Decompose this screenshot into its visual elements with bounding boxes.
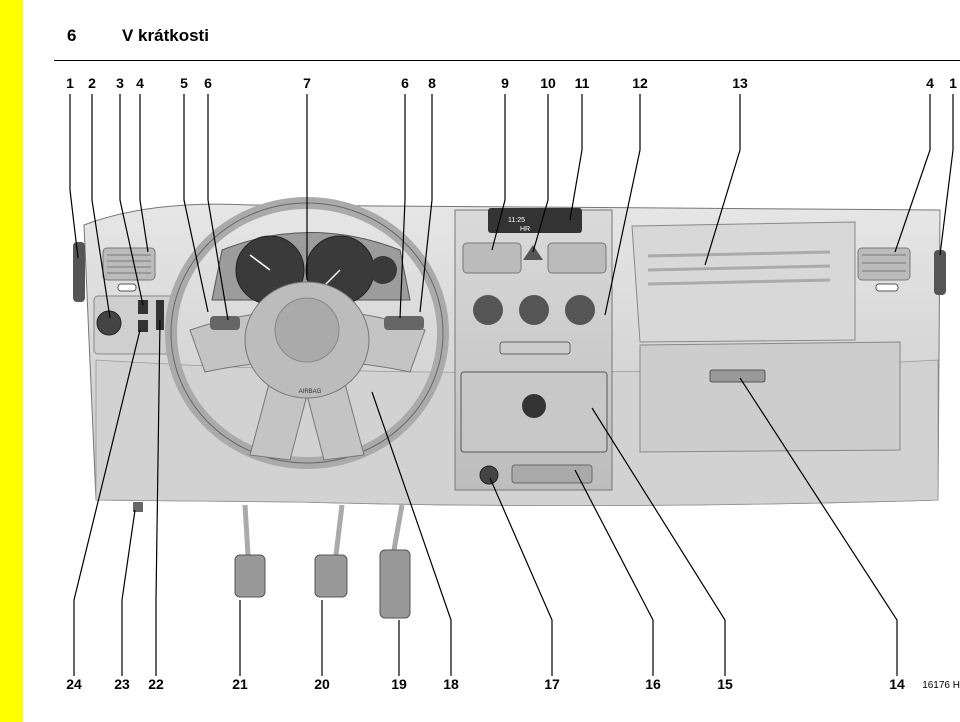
callout-label: 13 bbox=[732, 75, 748, 91]
header-divider bbox=[54, 60, 960, 61]
page-number: 6 bbox=[67, 26, 77, 45]
svg-text:11:25: 11:25 bbox=[508, 217, 525, 224]
callout-label: 7 bbox=[303, 75, 311, 91]
callout-label: 1 bbox=[66, 75, 74, 91]
callouts-top: 1 2 3 4 5 6 7 6 8 9 10 11 12 13 4 1 bbox=[66, 75, 957, 91]
callout-label: 8 bbox=[428, 75, 436, 91]
callout-label: 14 bbox=[889, 676, 905, 692]
callout-label: 17 bbox=[544, 676, 560, 692]
svg-text:HR: HR bbox=[520, 226, 530, 233]
callout-label: 12 bbox=[632, 75, 648, 91]
callout-label: 1 bbox=[949, 75, 957, 91]
callout-label: 20 bbox=[314, 676, 330, 692]
callout-label: 9 bbox=[501, 75, 509, 91]
brake-pedal bbox=[314, 554, 348, 598]
left-stalk bbox=[210, 316, 240, 330]
callouts-bottom: 24 23 22 21 20 19 18 17 16 15 14 bbox=[66, 676, 905, 692]
display-unit bbox=[488, 208, 582, 233]
hazard-switch bbox=[523, 245, 543, 260]
page-title: V krátkosti bbox=[122, 26, 209, 45]
callout-label: 4 bbox=[136, 75, 144, 91]
right-air-vent bbox=[857, 247, 911, 292]
center-vents bbox=[462, 242, 607, 274]
heater-knob-distribution bbox=[565, 295, 595, 325]
leader-lines bbox=[69, 94, 954, 676]
callout-label: 10 bbox=[540, 75, 556, 91]
cigarette-lighter bbox=[479, 465, 499, 485]
right-side-vent bbox=[934, 250, 946, 295]
callout-label: 6 bbox=[401, 75, 409, 91]
callout-label: 2 bbox=[88, 75, 96, 91]
callout-label: 21 bbox=[232, 676, 248, 692]
callout-label: 4 bbox=[926, 75, 934, 91]
left-air-vent bbox=[102, 247, 156, 292]
callout-label: 5 bbox=[180, 75, 188, 91]
airbag-label: AIRBAG bbox=[299, 389, 322, 395]
callout-label: 24 bbox=[66, 676, 82, 692]
callout-label: 18 bbox=[443, 676, 459, 692]
air-recirculation-slider bbox=[499, 341, 571, 355]
chapter-tab-bar bbox=[0, 0, 23, 722]
accelerator-pedal bbox=[379, 549, 411, 619]
callout-label: 6 bbox=[204, 75, 212, 91]
lower-glovebox bbox=[639, 341, 901, 453]
left-side-vent bbox=[73, 242, 85, 302]
right-stalk bbox=[384, 316, 424, 330]
figure-id: 16176 H bbox=[922, 680, 960, 691]
dashboard-illustration: AIRBAG 11:25 HR 1 2 3 4 bbox=[66, 75, 957, 692]
bonnet-release bbox=[133, 502, 143, 512]
clutch-pedal bbox=[234, 554, 266, 598]
heater-knob-temp bbox=[473, 295, 503, 325]
callout-label: 16 bbox=[645, 676, 661, 692]
heater-knob-fan bbox=[519, 295, 549, 325]
storage-compartment bbox=[511, 464, 593, 484]
callout-label: 15 bbox=[717, 676, 733, 692]
glovebox-handle bbox=[709, 369, 766, 383]
callout-label: 19 bbox=[391, 676, 407, 692]
callout-label: 11 bbox=[575, 75, 590, 91]
callout-label: 3 bbox=[116, 75, 124, 91]
callout-label: 23 bbox=[114, 676, 130, 692]
callout-label: 22 bbox=[148, 676, 164, 692]
